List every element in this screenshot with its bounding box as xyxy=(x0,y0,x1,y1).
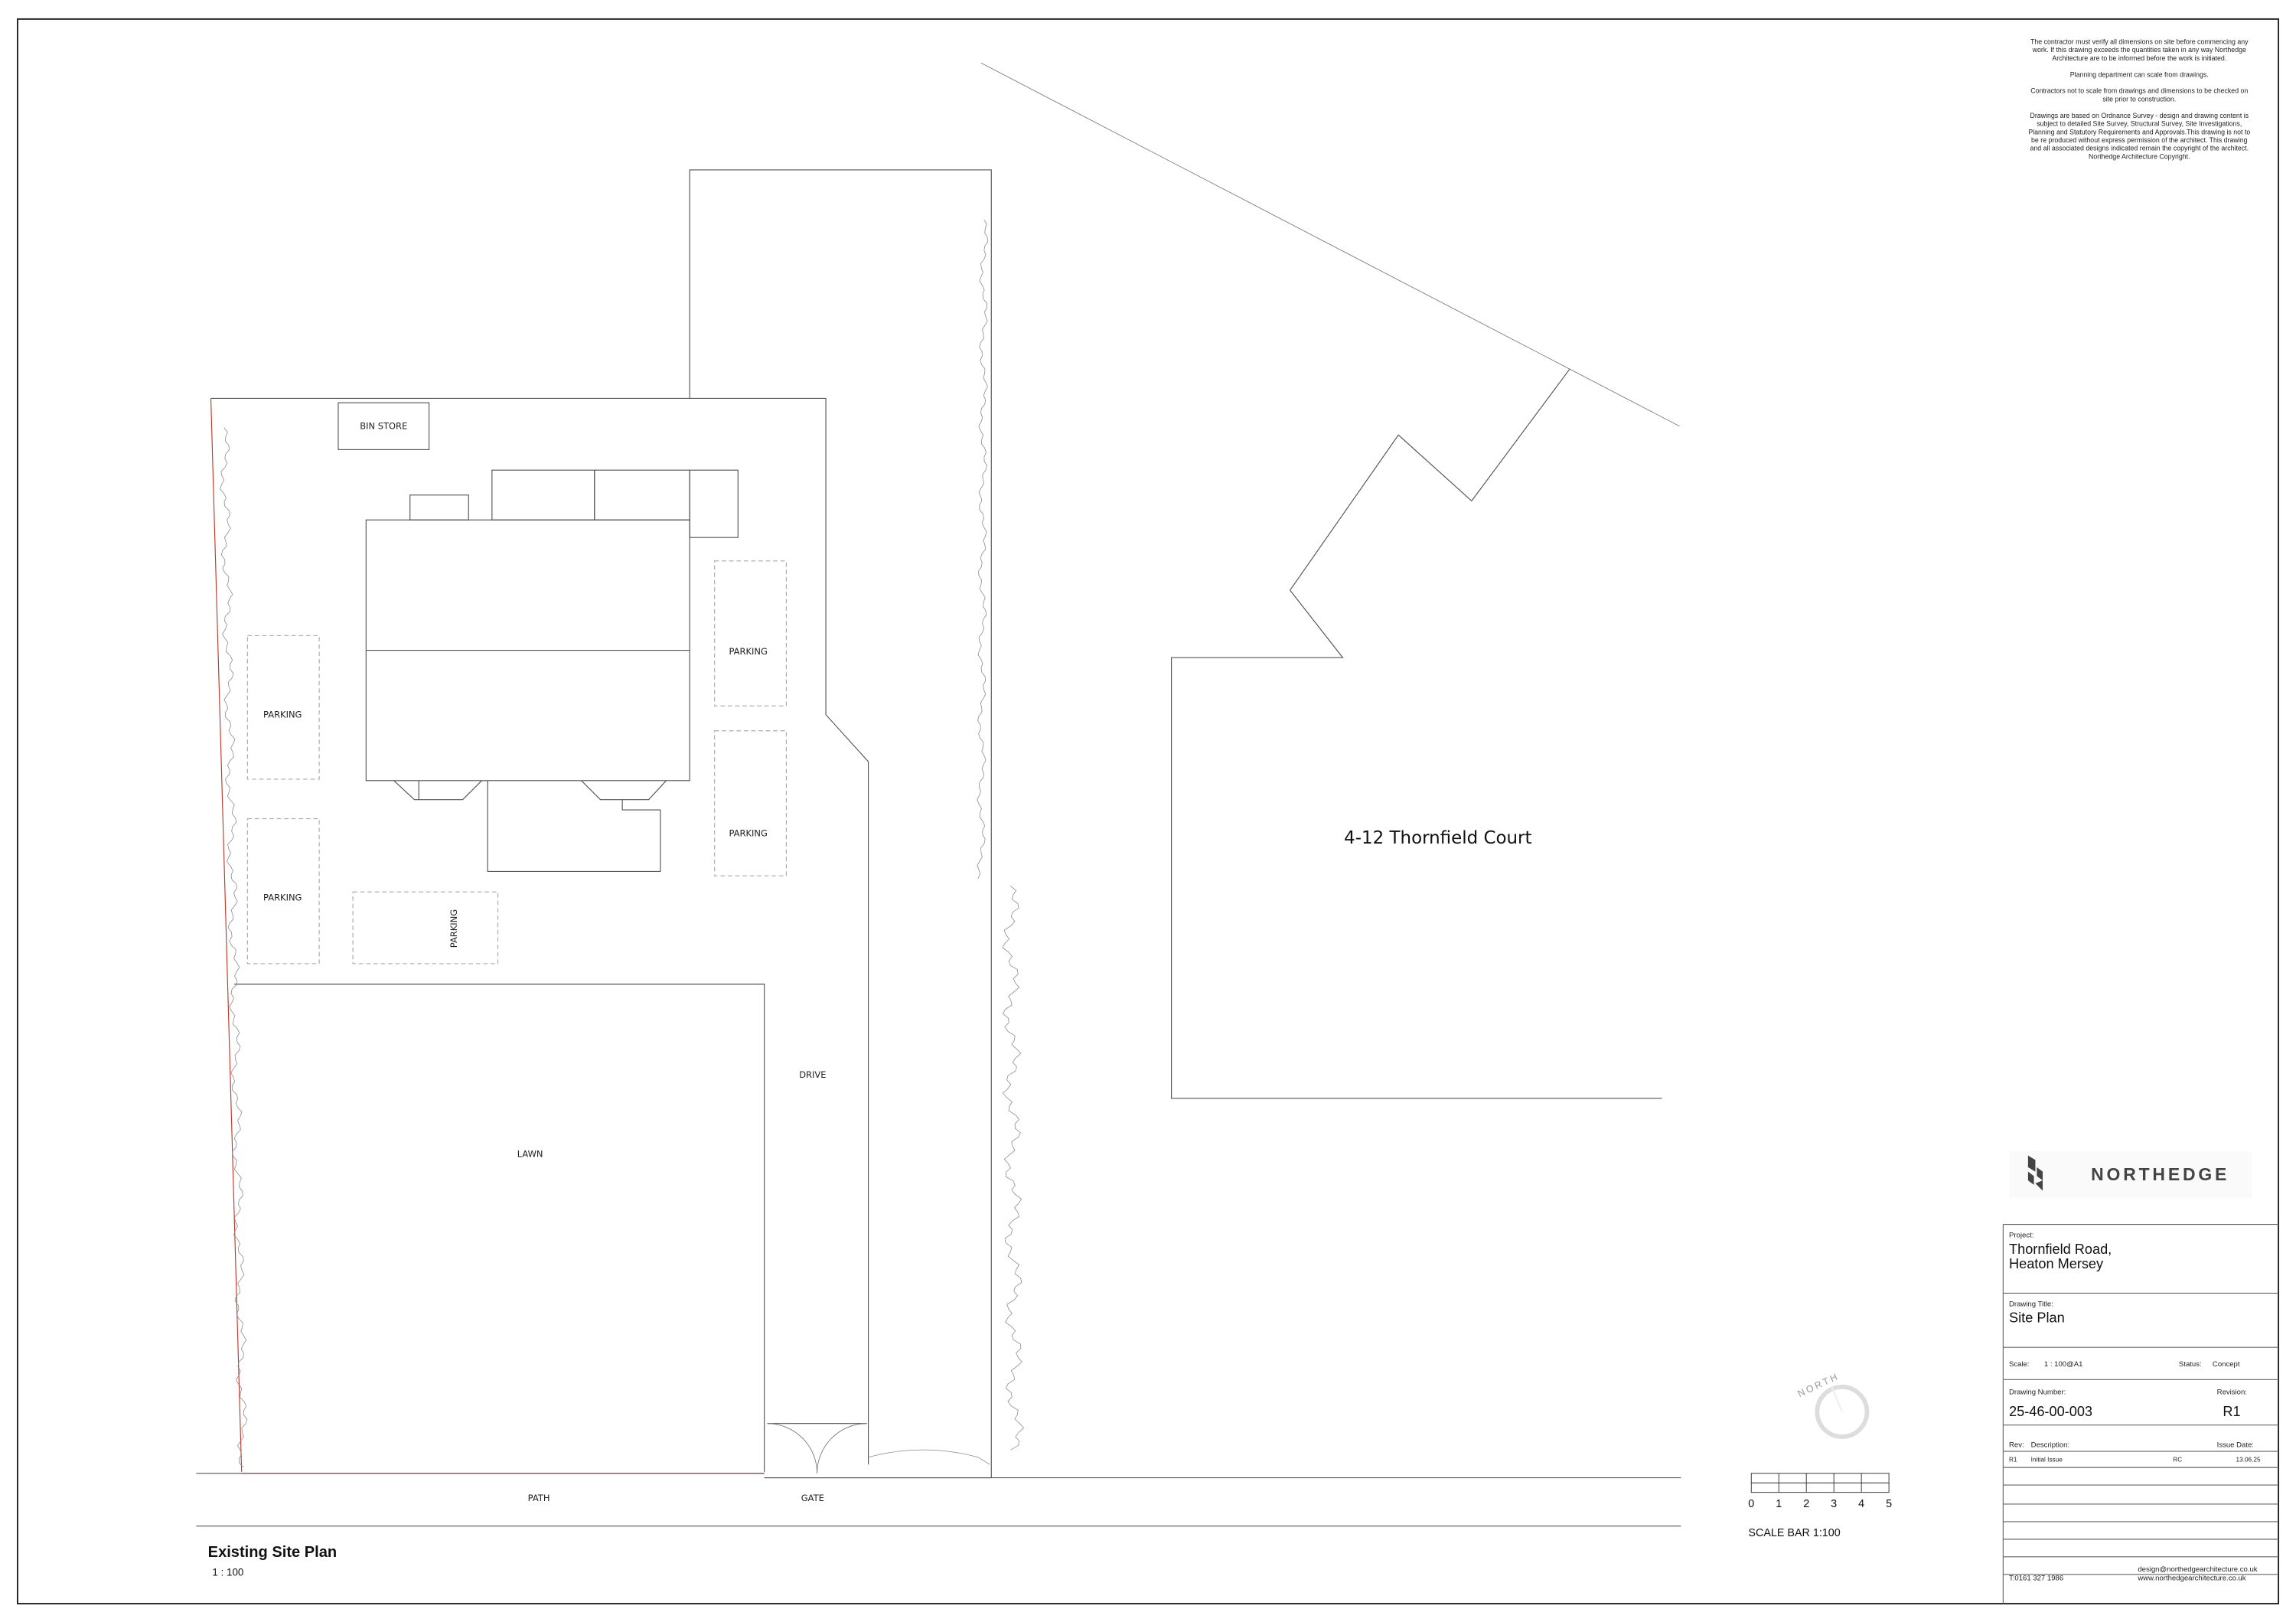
parking-label: PARKING xyxy=(729,828,767,839)
svg-text:Site Plan: Site Plan xyxy=(2009,1310,2065,1326)
note-line: site prior to construction. xyxy=(2102,95,2176,103)
parking-label: PARKING xyxy=(729,646,767,657)
svg-text:Scale:: Scale: xyxy=(2009,1360,2030,1369)
svg-text:www.northedgearchitecture.co.u: www.northedgearchitecture.co.uk xyxy=(2137,1574,2245,1582)
title-block: NORTHEDGE Project: Thornfield Road, Heat… xyxy=(2002,1150,2279,1604)
scale-tick-label: 2 xyxy=(1803,1498,1809,1510)
plan-scale: 1 : 100 xyxy=(212,1567,243,1578)
note-line: be re produced without express permissio… xyxy=(2031,136,2248,144)
svg-text:Rev:: Rev: xyxy=(2009,1441,2024,1449)
drive-plot-boundary xyxy=(689,169,992,1478)
parking-bay xyxy=(246,635,320,780)
svg-text:Heaton Mersey: Heaton Mersey xyxy=(2009,1256,2104,1271)
scale-bar-label: SCALE BAR 1:100 xyxy=(1748,1527,1840,1539)
svg-text:R1: R1 xyxy=(2009,1456,2017,1463)
logo-text: NORTHEDGE xyxy=(2091,1164,2229,1184)
svg-text:Initial Issue: Initial Issue xyxy=(2031,1456,2063,1463)
parking-label: PARKING xyxy=(263,710,302,720)
scale-tick-label: 3 xyxy=(1831,1498,1837,1510)
house xyxy=(365,469,739,872)
parking-bay xyxy=(714,560,787,707)
svg-text:Description:: Description: xyxy=(2031,1441,2069,1449)
note-line: Northedge Architecture Copyright. xyxy=(2089,152,2190,160)
plan-title: Existing Site Plan xyxy=(208,1544,337,1561)
svg-text:1 : 100@A1: 1 : 100@A1 xyxy=(2044,1360,2083,1369)
left-boundary-red xyxy=(210,398,243,1472)
svg-text:13.06.25: 13.06.25 xyxy=(2236,1456,2261,1463)
sheet-border xyxy=(17,18,2279,1605)
path-label: PATH xyxy=(528,1493,550,1503)
svg-text:Project:: Project: xyxy=(2009,1232,2033,1240)
parking-label: PARKING xyxy=(263,893,302,903)
svg-text:25-46-00-003: 25-46-00-003 xyxy=(2009,1404,2092,1419)
hedge xyxy=(868,1449,990,1465)
svg-text:RC: RC xyxy=(2173,1456,2182,1463)
svg-text:Drawing Title:: Drawing Title: xyxy=(2009,1301,2053,1309)
neighbour-building xyxy=(1171,368,1662,1099)
svg-text:Concept: Concept xyxy=(2213,1360,2240,1369)
gate-label: GATE xyxy=(801,1493,824,1503)
parking-bay xyxy=(714,730,787,876)
lawn-label: LAWN xyxy=(517,1149,543,1160)
gate xyxy=(767,1423,867,1474)
parking-label: PARKING xyxy=(448,909,459,948)
scale-tick-label: 4 xyxy=(1858,1498,1864,1510)
scale-tick-label: 1 xyxy=(1776,1498,1782,1510)
site-boundary xyxy=(210,397,869,1465)
disclaimer-notes: The contractor must verify all dimension… xyxy=(2028,38,2250,160)
scale-tick-label: 5 xyxy=(1886,1498,1892,1510)
northedge-logo-icon xyxy=(2027,1155,2043,1191)
note-line: Drawings are based on Ordnance Survey - … xyxy=(2030,112,2249,119)
note-line: Contractors not to scale from drawings a… xyxy=(2030,87,2248,95)
parking-bay xyxy=(246,818,320,964)
neighbour-label: 4-12 Thornfield Court xyxy=(1344,828,1531,848)
hedge xyxy=(220,427,248,1468)
hedge xyxy=(1002,886,1025,1451)
svg-text:T:0161 327 1986: T:0161 327 1986 xyxy=(2009,1574,2063,1582)
svg-text:Thornfield Road,: Thornfield Road, xyxy=(2009,1242,2112,1257)
drive-label: DRIVE xyxy=(799,1069,826,1080)
lawn-outline xyxy=(234,984,765,1472)
scale-tick-label: 0 xyxy=(1748,1498,1754,1510)
svg-text:Drawing Number:: Drawing Number: xyxy=(2009,1388,2066,1396)
svg-text:Revision:: Revision: xyxy=(2217,1388,2247,1396)
scale-bar: 0 1 2 3 4 5 xyxy=(1748,1473,1892,1510)
note-line: work. If this drawing exceeds the quanti… xyxy=(2032,46,2246,54)
svg-text:Issue Date:: Issue Date: xyxy=(2217,1441,2254,1449)
bin-store xyxy=(338,402,430,450)
note-line: and all associated designs indicated rem… xyxy=(2030,145,2249,152)
note-line: Planning department can scale from drawi… xyxy=(2070,70,2209,78)
note-line: The contractor must verify all dimension… xyxy=(2030,38,2249,45)
logo-area xyxy=(2009,1150,2252,1199)
note-line: Planning and Statutory Requirements and … xyxy=(2028,128,2250,135)
svg-text:Status:: Status: xyxy=(2179,1360,2202,1369)
neighbour-boundary-line xyxy=(980,62,1680,427)
svg-text:R1: R1 xyxy=(2223,1404,2240,1419)
svg-text:design@northedgearchitecture.c: design@northedgearchitecture.co.uk xyxy=(2138,1565,2257,1574)
hedge xyxy=(977,219,989,880)
hedges xyxy=(220,219,1025,1468)
note-line: Architecture are to be informed before t… xyxy=(2052,54,2226,62)
parking-bay xyxy=(352,891,499,964)
bin-store-label: BIN STORE xyxy=(360,421,407,432)
note-line: subject to detailed Site Survey, Structu… xyxy=(2037,120,2242,128)
